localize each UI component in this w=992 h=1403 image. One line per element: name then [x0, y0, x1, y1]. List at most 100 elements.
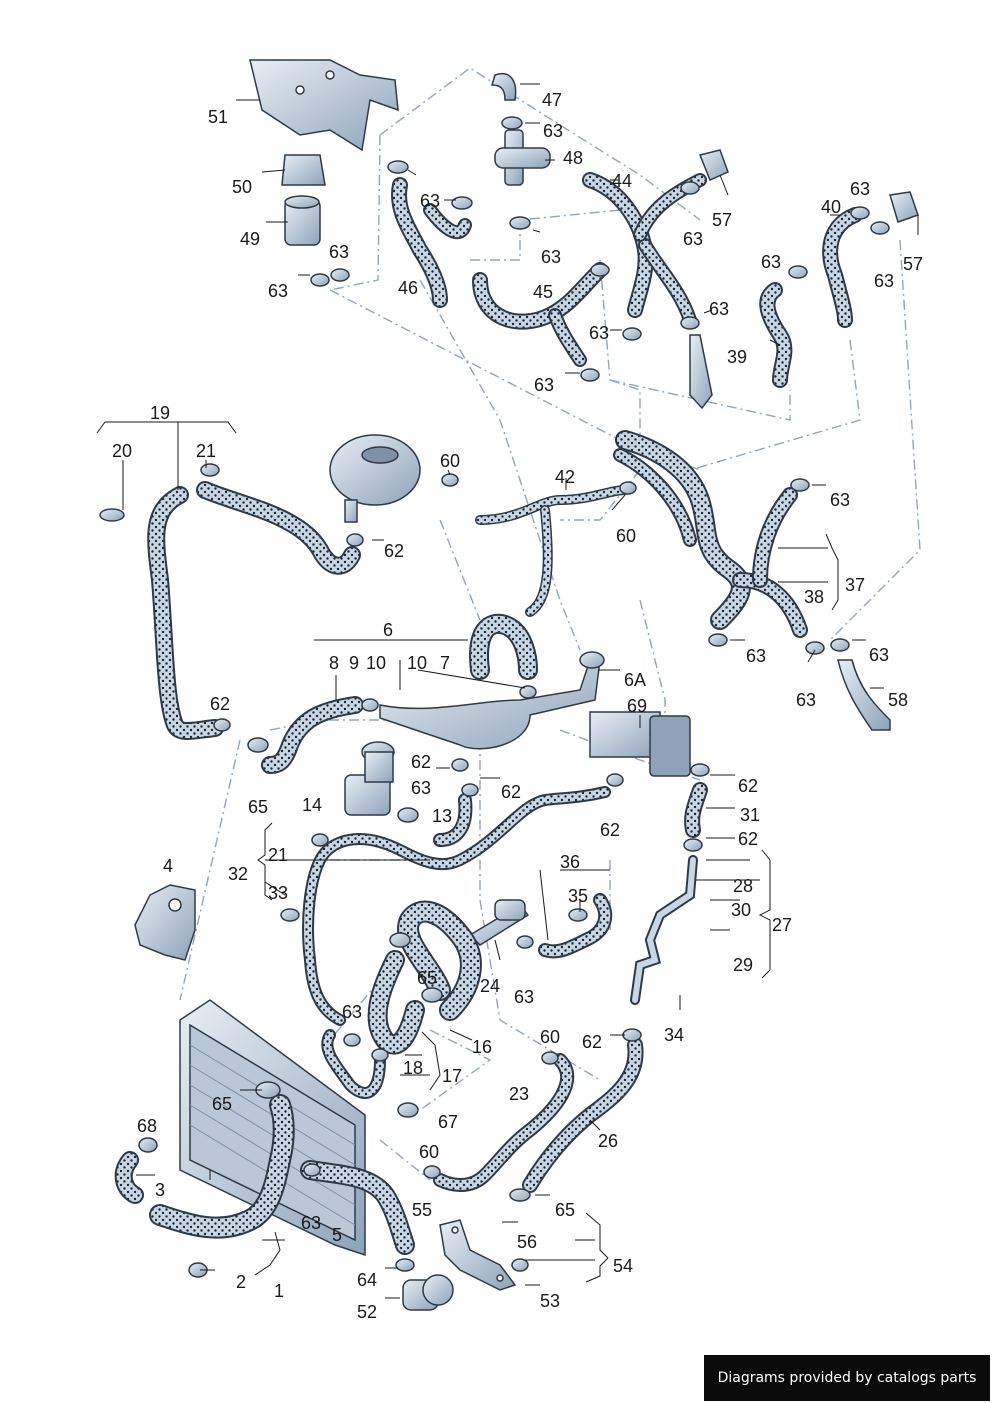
- bracket-53: [439, 1219, 517, 1291]
- hose-18: [321, 1029, 386, 1099]
- pump-14: [344, 741, 395, 816]
- label-1: 1: [274, 1281, 284, 1301]
- radiator: [179, 999, 366, 1257]
- label-2: 2: [236, 1272, 246, 1292]
- label-63-u: 64: [357, 1270, 377, 1290]
- hose-23: [433, 1053, 575, 1192]
- label-38: 38: [804, 587, 824, 607]
- label-63-s: 63: [342, 1002, 362, 1022]
- clamps: [99, 116, 890, 1278]
- label-42: 42: [555, 467, 575, 487]
- footer-banner: Diagrams provided by catalogs parts: [704, 1355, 990, 1401]
- hose-31: [684, 782, 708, 838]
- label-14: 14: [302, 795, 322, 815]
- housing-4: [134, 884, 196, 961]
- hose-21: [302, 786, 611, 1026]
- label-55: 55: [412, 1200, 432, 1220]
- label-leaders: [136, 83, 919, 1299]
- label-60-b: 60: [616, 526, 636, 546]
- hose-45: [472, 262, 608, 367]
- label-16: 16: [472, 1037, 492, 1057]
- label-19: 19: [150, 403, 170, 423]
- label-7: 7: [440, 653, 450, 673]
- label-62-c: 62: [411, 752, 431, 772]
- pipe-27: [630, 855, 698, 1005]
- label-64: 65: [248, 797, 268, 817]
- label-49: 49: [240, 229, 260, 249]
- label-62-f: 62: [738, 776, 758, 796]
- label-63-q: 63: [411, 778, 431, 798]
- label-63-c: 63: [329, 242, 349, 262]
- part-labels: 1 2 3 4 5 6 6A 7 8 9 10 10 13 14 16 17 1…: [112, 90, 923, 1322]
- label-60-c: 60: [540, 1027, 560, 1047]
- label-62-g: 62: [738, 829, 758, 849]
- footer-text: Diagrams provided by catalogs parts: [717, 1370, 977, 1386]
- label-4: 4: [163, 856, 173, 876]
- label-63-j: 63: [761, 252, 781, 272]
- hose-42: [475, 485, 630, 617]
- label-13: 13: [432, 806, 452, 826]
- label-35: 35: [568, 886, 588, 906]
- label-28: 28: [733, 876, 753, 896]
- label-63-g: 63: [709, 299, 729, 319]
- label-63-v: 65: [555, 1200, 575, 1220]
- hose-40: [759, 207, 863, 388]
- label-60-a: 60: [440, 451, 460, 471]
- label-63-k: 63: [850, 179, 870, 199]
- brace-leaders: [96, 421, 839, 1283]
- label-21-a: 21: [196, 441, 216, 461]
- label-65-c: 67: [438, 1112, 458, 1132]
- label-27: 27: [772, 915, 792, 935]
- label-63-r: 63: [514, 987, 534, 1007]
- label-58: 58: [888, 690, 908, 710]
- pump-52: [402, 1274, 454, 1311]
- label-9: 9: [349, 653, 359, 673]
- pipe-27-inner: [632, 857, 696, 1003]
- label-53: 53: [540, 1291, 560, 1311]
- label-34: 34: [664, 1025, 684, 1045]
- label-40: 40: [821, 197, 841, 217]
- label-44: 44: [612, 171, 632, 191]
- label-32: 32: [228, 864, 248, 884]
- bracket-51: [249, 59, 399, 152]
- label-67: 69: [627, 696, 647, 716]
- label-18: 18: [403, 1058, 423, 1078]
- label-65-d: 68: [137, 1116, 157, 1136]
- label-6: 6: [383, 620, 393, 640]
- label-46: 46: [398, 278, 418, 298]
- label-60-d: 60: [419, 1142, 439, 1162]
- label-52: 52: [357, 1302, 377, 1322]
- label-45: 45: [533, 282, 553, 302]
- label-33: 33: [268, 883, 288, 903]
- label-30: 30: [731, 900, 751, 920]
- label-50: 50: [232, 177, 252, 197]
- label-57-a: 57: [712, 210, 732, 230]
- label-57-b: 57: [903, 254, 923, 274]
- label-63-d: 63: [268, 281, 288, 301]
- hose-8: [261, 696, 364, 774]
- hose-44: [582, 172, 707, 327]
- hose-19: [147, 481, 361, 740]
- label-36: 36: [560, 852, 580, 872]
- label-10-b: 10: [407, 653, 427, 673]
- label-23: 23: [509, 1084, 529, 1104]
- label-63-a: 63: [543, 121, 563, 141]
- hose-38: [613, 430, 808, 638]
- label-63-m: 63: [830, 490, 850, 510]
- tee-24: [468, 899, 530, 946]
- label-5: 5: [332, 1225, 342, 1245]
- label-51: 51: [208, 107, 228, 127]
- heater-67: [589, 711, 691, 777]
- label-29: 29: [733, 955, 753, 975]
- pipe-6: [379, 651, 605, 750]
- label-63-e: 63: [541, 247, 561, 267]
- label-65-a: 65: [417, 968, 437, 988]
- expansion-tank-68: [329, 434, 421, 523]
- label-62-b: 62: [210, 694, 230, 714]
- label-47: 47: [542, 90, 562, 110]
- label-37: 37: [845, 575, 865, 595]
- label-54: 54: [613, 1256, 633, 1276]
- label-62-d: 62: [501, 782, 521, 802]
- label-6a: 6A: [624, 670, 646, 690]
